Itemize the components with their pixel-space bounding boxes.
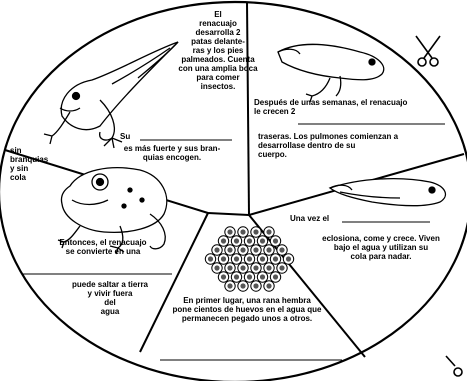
tadpole-illustration [330, 179, 445, 206]
frog-land-text: puede saltar a tierra y vivir fuera del … [58, 280, 162, 316]
frog-egg-yolk [253, 247, 258, 252]
frog-egg-yolk [273, 274, 278, 279]
frog-egg-yolk [260, 238, 265, 243]
frog-egg-yolk [227, 283, 232, 288]
frog-egg-yolk [253, 229, 258, 234]
tadpole-description: eclosiona, come y crece. Viven bajo el a… [300, 234, 462, 261]
frog-egg-yolk [266, 265, 271, 270]
frog-egg-yolk [234, 238, 239, 243]
frog-no-gills-label: sin branquias y sin cola [10, 146, 54, 182]
frog-egg-yolk [227, 229, 232, 234]
frog-egg-yolk [286, 256, 291, 261]
frog-egg-yolk [240, 247, 245, 252]
hind-legs-description: traseras. Los pulmones comienzan a desar… [258, 132, 458, 159]
frog-egg-yolk [260, 274, 265, 279]
frog-egg-yolk [208, 256, 213, 261]
frog-egg-yolk [227, 265, 232, 270]
tadpole-hind-legs-illustration [278, 44, 384, 102]
frog-egg-yolk [214, 247, 219, 252]
frog-egg-yolk [234, 274, 239, 279]
frog-egg-yolk [234, 256, 239, 261]
divider-center [208, 213, 249, 215]
frog-egg-yolk [247, 274, 252, 279]
scissors-icon [416, 36, 440, 66]
froglet-su-label: Su [120, 132, 130, 141]
frog-eggs-illustration [205, 227, 293, 291]
frog-egg-yolk [266, 229, 271, 234]
eggs-description: En primer lugar, una rana hembra pone ci… [154, 296, 340, 323]
froglet-illustration [44, 42, 178, 148]
frog-transform-text: Entonces, el renacuajo se convierte en u… [22, 238, 184, 256]
frog-egg-yolk [214, 265, 219, 270]
frog-egg-yolk [221, 238, 226, 243]
frog-egg-yolk [279, 247, 284, 252]
scissors-icon [446, 356, 462, 376]
frog-egg-yolk [247, 256, 252, 261]
frog-egg-yolk [221, 256, 226, 261]
frog-egg-yolk [266, 247, 271, 252]
froglet-description: El renacuajo desarrolla 2 patas delante-… [176, 10, 260, 91]
tadpole-intro: Una vez el [290, 214, 329, 223]
frog-egg-yolk [266, 283, 271, 288]
hind-legs-intro: Después de unas semanas, el renacuajo le… [254, 98, 460, 116]
frog-egg-yolk [247, 238, 252, 243]
frog-egg-yolk [227, 247, 232, 252]
frog-egg-yolk [240, 265, 245, 270]
frog-egg-yolk [253, 283, 258, 288]
frog-egg-yolk [221, 274, 226, 279]
frog-egg-yolk [273, 256, 278, 261]
frog-egg-yolk [240, 283, 245, 288]
frog-egg-yolk [260, 256, 265, 261]
frog-egg-yolk [240, 229, 245, 234]
froglet-gills-text: es más fuerte y sus bran- quias encogen. [108, 144, 236, 162]
frog-egg-yolk [273, 238, 278, 243]
frog-egg-yolk [253, 265, 258, 270]
frog-egg-yolk [279, 265, 284, 270]
